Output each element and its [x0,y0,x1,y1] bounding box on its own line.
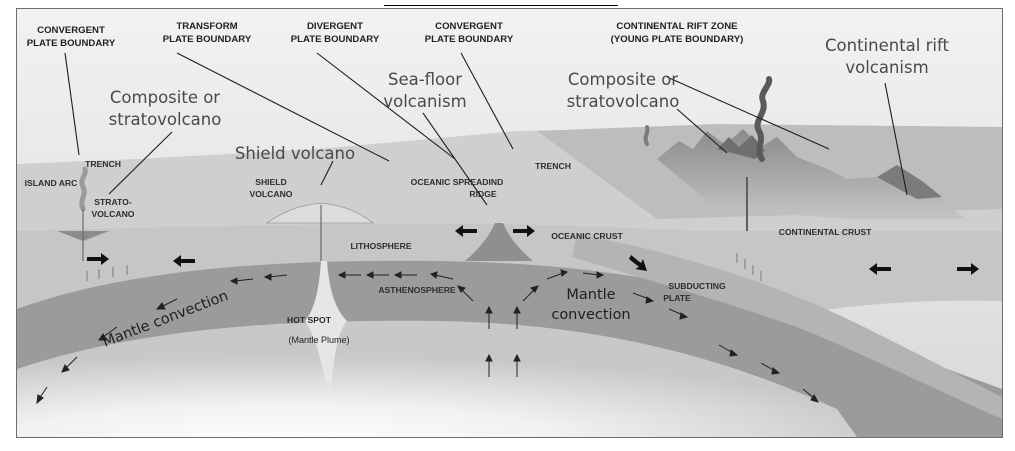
mountain-peaks [717,135,765,159]
volcano-smoke-small [643,125,650,146]
volcano-smoke-plume [754,76,773,162]
leader-rift-zone [666,76,830,150]
annotation-seafloor-2: volcanism [383,92,466,111]
annotation-composite-right-2: stratovolcano [567,92,680,111]
convection-arrows [36,269,820,405]
arrow-subduct [629,255,647,271]
mantle-plume-shape [305,261,347,397]
label-convergent-mid-2: PLATE BOUNDARY [425,34,514,45]
leader-shield [320,160,334,186]
label-subducting-2: PLATE [663,293,691,303]
diagram-frame: CONVERGENT PLATE BOUNDARY TRANSFORM PLAT… [16,8,1003,438]
arrow-left-1 [173,255,195,267]
plate-motion-arrows [87,225,979,275]
label-transform-2: PLATE BOUNDARY [163,34,252,45]
annotation-composite-left-2: stratovolcano [109,110,222,129]
island-arc-plume [79,166,88,212]
annotation-seafloor-1: Sea-floor [388,70,462,89]
annotation-mantle-convection-right-2: convection [551,307,630,323]
label-asthenosphere: ASTHENOSPHERE [378,285,456,295]
annotation-rift-volcanism-2: volcanism [845,58,928,77]
fault-ticks [86,253,762,281]
label-convergent-left-2: PLATE BOUNDARY [27,38,116,49]
annotation-composite-left-1: Composite or [110,88,220,107]
label-convergent-left-1: CONVERGENT [37,25,105,36]
label-rift-zone-2: (YOUNG PLATE BOUNDARY) [611,34,744,45]
leader-rift-volcanism [884,82,908,196]
label-subducting-1: SUBDUCTING [668,281,726,291]
arrow-right-rift [957,263,979,275]
label-divergent-1: DIVERGENT [307,21,363,32]
label-hot-spot: HOT SPOT [287,315,332,325]
leader-composite-left [108,131,173,195]
leader-convergent-mid [460,52,514,150]
leader-lines [64,52,908,206]
ridge-upwelling [465,223,533,261]
label-oceanic-crust: OCEANIC CRUST [551,231,623,241]
arrow-right-ridge [513,225,535,237]
label-lithosphere: LITHOSPHERE [350,241,411,251]
leader-convergent-left [64,52,80,156]
arrow-left-rift [869,263,891,275]
arrow-left-ridge [455,225,477,237]
leader-transform [176,52,390,162]
annotation-composite-right-1: Composite or [568,70,678,89]
label-island-arc: ISLAND ARC [25,178,78,188]
annotation-shield-volcano: Shield volcano [235,144,355,163]
label-trench-left: TRENCH [85,159,121,169]
label-mantle-plume: (Mantle Plume) [288,335,349,345]
label-transform-1: TRANSFORM [176,21,237,32]
label-convergent-mid-1: CONVERGENT [435,21,503,32]
leader-composite-right [676,108,728,154]
arrow-right-1 [87,253,109,265]
label-shield-2: VOLCANO [250,189,293,199]
annotation-mantle-convection-right-1: Mantle [566,287,615,303]
leader-seafloor [422,112,488,206]
label-divergent-2: PLATE BOUNDARY [291,34,380,45]
label-trench-right: TRENCH [535,161,571,171]
label-continental-crust: CONTINENTAL CRUST [779,227,873,237]
rift-mountains [877,165,942,199]
shield-volcano-mound [265,202,375,224]
leader-divergent [316,52,456,160]
annotation-rift-volcanism-1: Continental rift [825,36,949,55]
label-shield-1: SHIELD [255,177,287,187]
label-rift-zone-1: CONTINENTAL RIFT ZONE [616,21,738,32]
label-strato-1: STRATO- [94,197,132,207]
label-ridge-2: RIDGE [469,189,496,199]
subducting-plate-slab [572,234,1002,419]
label-ridge-1: OCEANIC SPREADIND [411,177,504,187]
top-rule [384,5,618,6]
lower-mantle [17,320,857,437]
label-strato-2: VOLCANO [92,209,135,219]
plate-tectonics-diagram: CONVERGENT PLATE BOUNDARY TRANSFORM PLAT… [17,9,1002,437]
